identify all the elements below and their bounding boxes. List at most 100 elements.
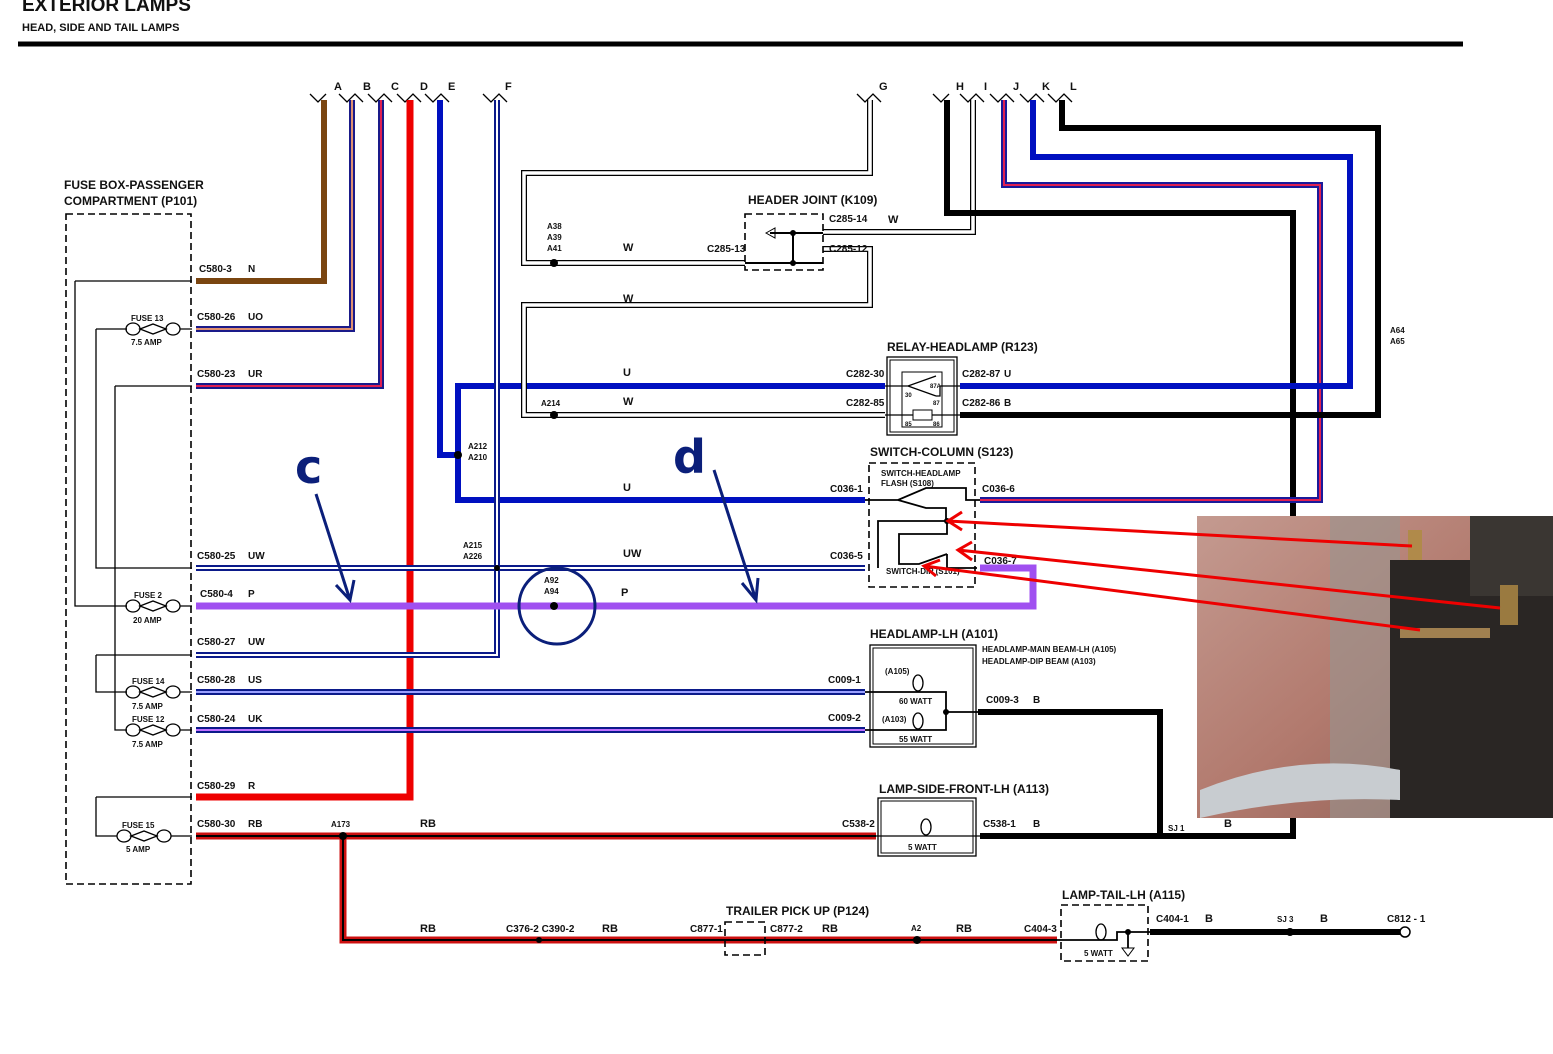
- wire-k-blue: [960, 100, 1353, 389]
- splices: [339, 259, 1411, 944]
- fuse-14: FUSE 14 7.5 AMP: [125, 677, 192, 711]
- splice-label: SJ 1: [1168, 824, 1185, 833]
- pin-color: UW: [248, 637, 265, 648]
- connector-label: C036-7: [984, 556, 1017, 567]
- connector-label: C538-2: [842, 819, 875, 830]
- connector-label: C877-2: [770, 924, 803, 935]
- red-arrows: [921, 510, 1501, 632]
- fuse-rating: 7.5 AMP: [132, 702, 163, 711]
- component-title: LAMP-SIDE-FRONT-LH (A113): [879, 782, 1049, 796]
- wire-code: B: [1320, 913, 1328, 925]
- pin-label: C580-4: [200, 589, 233, 600]
- bus-letter-l: L: [1070, 81, 1077, 93]
- connector-label: C404-3: [1024, 924, 1057, 935]
- fuse-15: FUSE 15 5 AMP: [116, 821, 192, 854]
- splice-label: A38: [547, 222, 562, 231]
- component-note: HEADLAMP-DIP BEAM (A103): [982, 657, 1096, 666]
- lamp-wattage: 5 WATT: [908, 843, 937, 852]
- pin-color: UR: [248, 369, 263, 380]
- connector-label: C282-30: [846, 369, 885, 380]
- component-title: RELAY-HEADLAMP (R123): [887, 340, 1038, 354]
- wires: [196, 100, 1400, 944]
- relay-pin: 87: [933, 401, 940, 407]
- lamp-id: (A103): [882, 715, 907, 724]
- splice-label: A226: [463, 552, 483, 561]
- fuse-rating: 20 AMP: [133, 616, 162, 625]
- bus-letter-b: B: [363, 81, 371, 93]
- pin-label: C580-29: [197, 781, 236, 792]
- wire-a-brown: [196, 100, 327, 284]
- switch-label: SWITCH-HEADLAMP: [881, 469, 961, 478]
- splice-label: A215: [463, 541, 483, 550]
- relay-pin: 30: [905, 393, 912, 399]
- annotation-c: c: [295, 440, 322, 494]
- connector-label: C036-6: [982, 484, 1015, 495]
- pin-color: UW: [248, 551, 265, 562]
- wire-code: RB: [420, 923, 436, 935]
- connector-label: C285-14: [829, 214, 868, 225]
- connector-label: C538-1: [983, 819, 1016, 830]
- header-joint: HEADER JOINT (K109) C285-14 C285-13 C285…: [707, 193, 877, 271]
- wire-f-white-blue: [196, 100, 500, 658]
- switch-label: FLASH (S108): [881, 479, 934, 488]
- fuse-rating: 7.5 AMP: [131, 338, 162, 347]
- pin-color: RB: [248, 819, 262, 830]
- fuse-12: FUSE 12 7.5 AMP: [125, 715, 192, 749]
- lamp-wattage: 5 WATT: [1084, 949, 1113, 958]
- page-subtitle: HEAD, SIDE AND TAIL LAMPS: [22, 22, 179, 34]
- component-title: TRAILER PICK UP (P124): [726, 904, 869, 918]
- fuse-name: FUSE 14: [132, 677, 165, 686]
- fuse-name: FUSE 15: [122, 821, 155, 830]
- connector-label: C009-1: [828, 675, 861, 686]
- lamp-tail-lh: LAMP-TAIL-LH (A115) 5 WATT C404-3 C404-1…: [1024, 888, 1426, 962]
- fuse-box-title: COMPARTMENT (P101): [64, 194, 197, 208]
- fuse-name: FUSE 12: [132, 715, 165, 724]
- bus-letter-j: J: [1013, 81, 1019, 93]
- connector-label: C036-5: [830, 551, 863, 562]
- bus-letter-g: G: [879, 81, 888, 93]
- splice-label: A65: [1390, 337, 1405, 346]
- component-note: HEADLAMP-MAIN BEAM-LH (A105): [982, 645, 1117, 654]
- wire-code: B: [1004, 398, 1011, 409]
- pin-label: C580-24: [197, 714, 236, 725]
- splice-label: A173: [331, 820, 351, 829]
- fuse-13: FUSE 13 7.5 AMP: [125, 314, 192, 347]
- headlamp-lh: HEADLAMP-LH (A101) HEADLAMP-MAIN BEAM-LH…: [828, 627, 1117, 748]
- bus-letter-i: I: [984, 81, 987, 93]
- wire-b-blue-orange: [196, 100, 355, 332]
- connector-label: C282-87: [962, 369, 1001, 380]
- wire-code: RB: [956, 923, 972, 935]
- connector-label: C376-2 C390-2: [506, 924, 575, 935]
- wire-code: RB: [822, 923, 838, 935]
- annotation-d: d: [673, 430, 706, 484]
- splice-label: A214: [541, 399, 561, 408]
- fuse-rating: 5 AMP: [126, 845, 151, 854]
- component-title: HEADER JOINT (K109): [748, 193, 877, 207]
- pin-color: US: [248, 675, 262, 686]
- wire-d-red: [196, 100, 414, 801]
- splice-label: A39: [547, 233, 562, 242]
- wire-codes: W W W U W U UW P RB RB RB RB RB B B B: [420, 214, 1328, 935]
- annotation-arrows: [314, 469, 760, 604]
- wire-code: B: [1205, 913, 1213, 925]
- switch-photo: [1197, 516, 1553, 818]
- wire-p-purple: [196, 564, 1037, 610]
- wire-b-black-ground: [978, 709, 1400, 935]
- lamp-id: (A105): [885, 667, 910, 676]
- bus-letter-d: D: [420, 81, 428, 93]
- connector-label: C009-2: [828, 713, 861, 724]
- fuse-name: FUSE 13: [131, 314, 164, 323]
- lamp-wattage: 55 WATT: [899, 735, 932, 744]
- relay-pin: 87A: [930, 384, 942, 390]
- wire-code: W: [623, 242, 634, 254]
- pin-color: P: [248, 589, 255, 600]
- component-title: HEADLAMP-LH (A101): [870, 627, 998, 641]
- splice-label: A94: [544, 587, 559, 596]
- connector-label: C404-1: [1156, 914, 1189, 925]
- splice-label: A210: [468, 453, 488, 462]
- pin-color: N: [248, 264, 255, 275]
- bus-letter-c: C: [391, 81, 399, 93]
- lamp-side-front-lh: LAMP-SIDE-FRONT-LH (A113) 5 WATT C538-2 …: [842, 782, 1049, 857]
- connector-label: C009-3: [986, 695, 1019, 706]
